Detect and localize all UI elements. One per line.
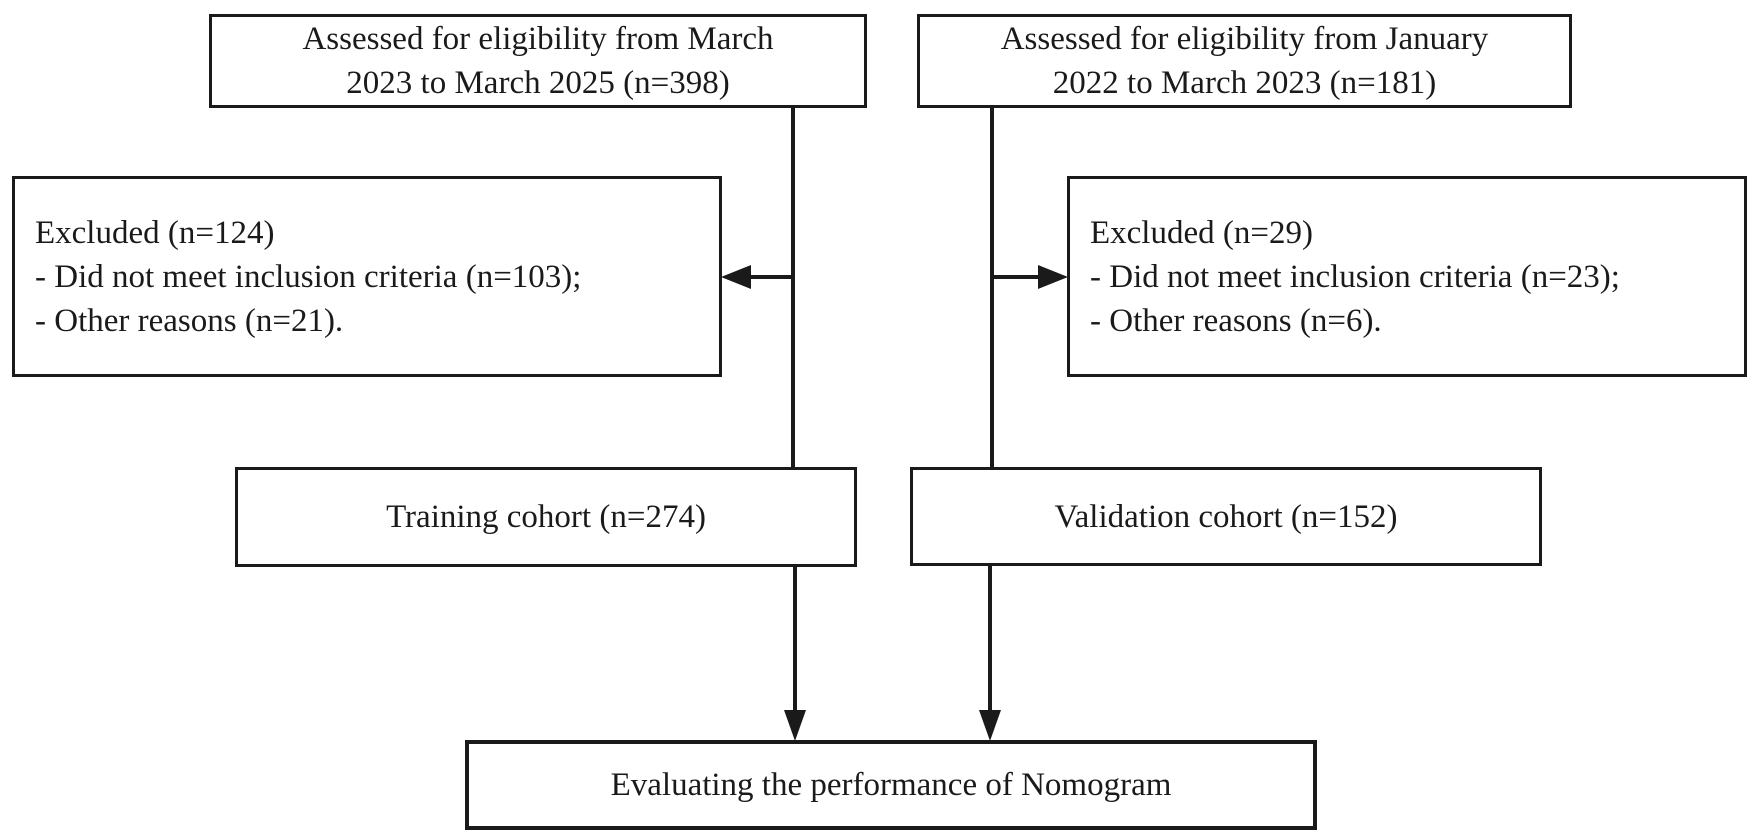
excluded-validation-box: Excluded (n=29) - Did not meet inclusion…: [1067, 176, 1747, 377]
assessed-eligibility-validation-box: Assessed for eligibility from January 20…: [917, 14, 1572, 108]
outcome-box: Evaluating the performance of Nomogram: [465, 740, 1317, 830]
arrow-left-icon: [721, 265, 751, 289]
connector-assessed-to-validation-line: [990, 106, 994, 468]
validation-cohort-box: Validation cohort (n=152): [910, 467, 1542, 566]
connector-to-excluded-validation-line: [992, 275, 1039, 279]
connector-training-to-outcome-line: [793, 565, 797, 712]
training-cohort-label: Training cohort (n=274): [386, 499, 706, 535]
assessed-validation-line-1: Assessed for eligibility from January: [1000, 21, 1489, 57]
excluded-validation-title: Excluded (n=29): [1090, 214, 1313, 251]
excluded-validation-reason-1: - Did not meet inclusion criteria (n=23)…: [1090, 258, 1620, 295]
arrow-down-icon: [979, 710, 1001, 741]
arrow-right-icon: [1038, 265, 1068, 289]
connector-validation-to-outcome-line: [988, 564, 992, 712]
connector-to-excluded-training-line: [748, 275, 793, 279]
validation-cohort-label: Validation cohort (n=152): [1054, 498, 1398, 535]
assessed-validation-line-2: 2022 to March 2023 (n=181): [1052, 65, 1437, 101]
excluded-training-title: Excluded (n=124): [35, 214, 275, 251]
arrow-down-icon: [784, 710, 806, 741]
connector-assessed-to-training-line: [791, 106, 795, 468]
excluded-training-reason-2: - Other reasons (n=21).: [35, 302, 344, 339]
training-cohort-box: Training cohort (n=274): [235, 467, 857, 567]
outcome-label: Evaluating the performance of Nomogram: [610, 767, 1172, 803]
excluded-training-reason-1: - Did not meet inclusion criteria (n=103…: [35, 258, 582, 295]
assessed-training-line-2: 2023 to March 2025 (n=398): [346, 65, 730, 101]
assessed-training-line-1: Assessed for eligibility from March: [302, 21, 774, 57]
excluded-validation-reason-2: - Other reasons (n=6).: [1090, 302, 1382, 339]
assessed-eligibility-training-box: Assessed for eligibility from March 2023…: [209, 14, 867, 108]
excluded-training-box: Excluded (n=124) - Did not meet inclusio…: [12, 176, 722, 377]
